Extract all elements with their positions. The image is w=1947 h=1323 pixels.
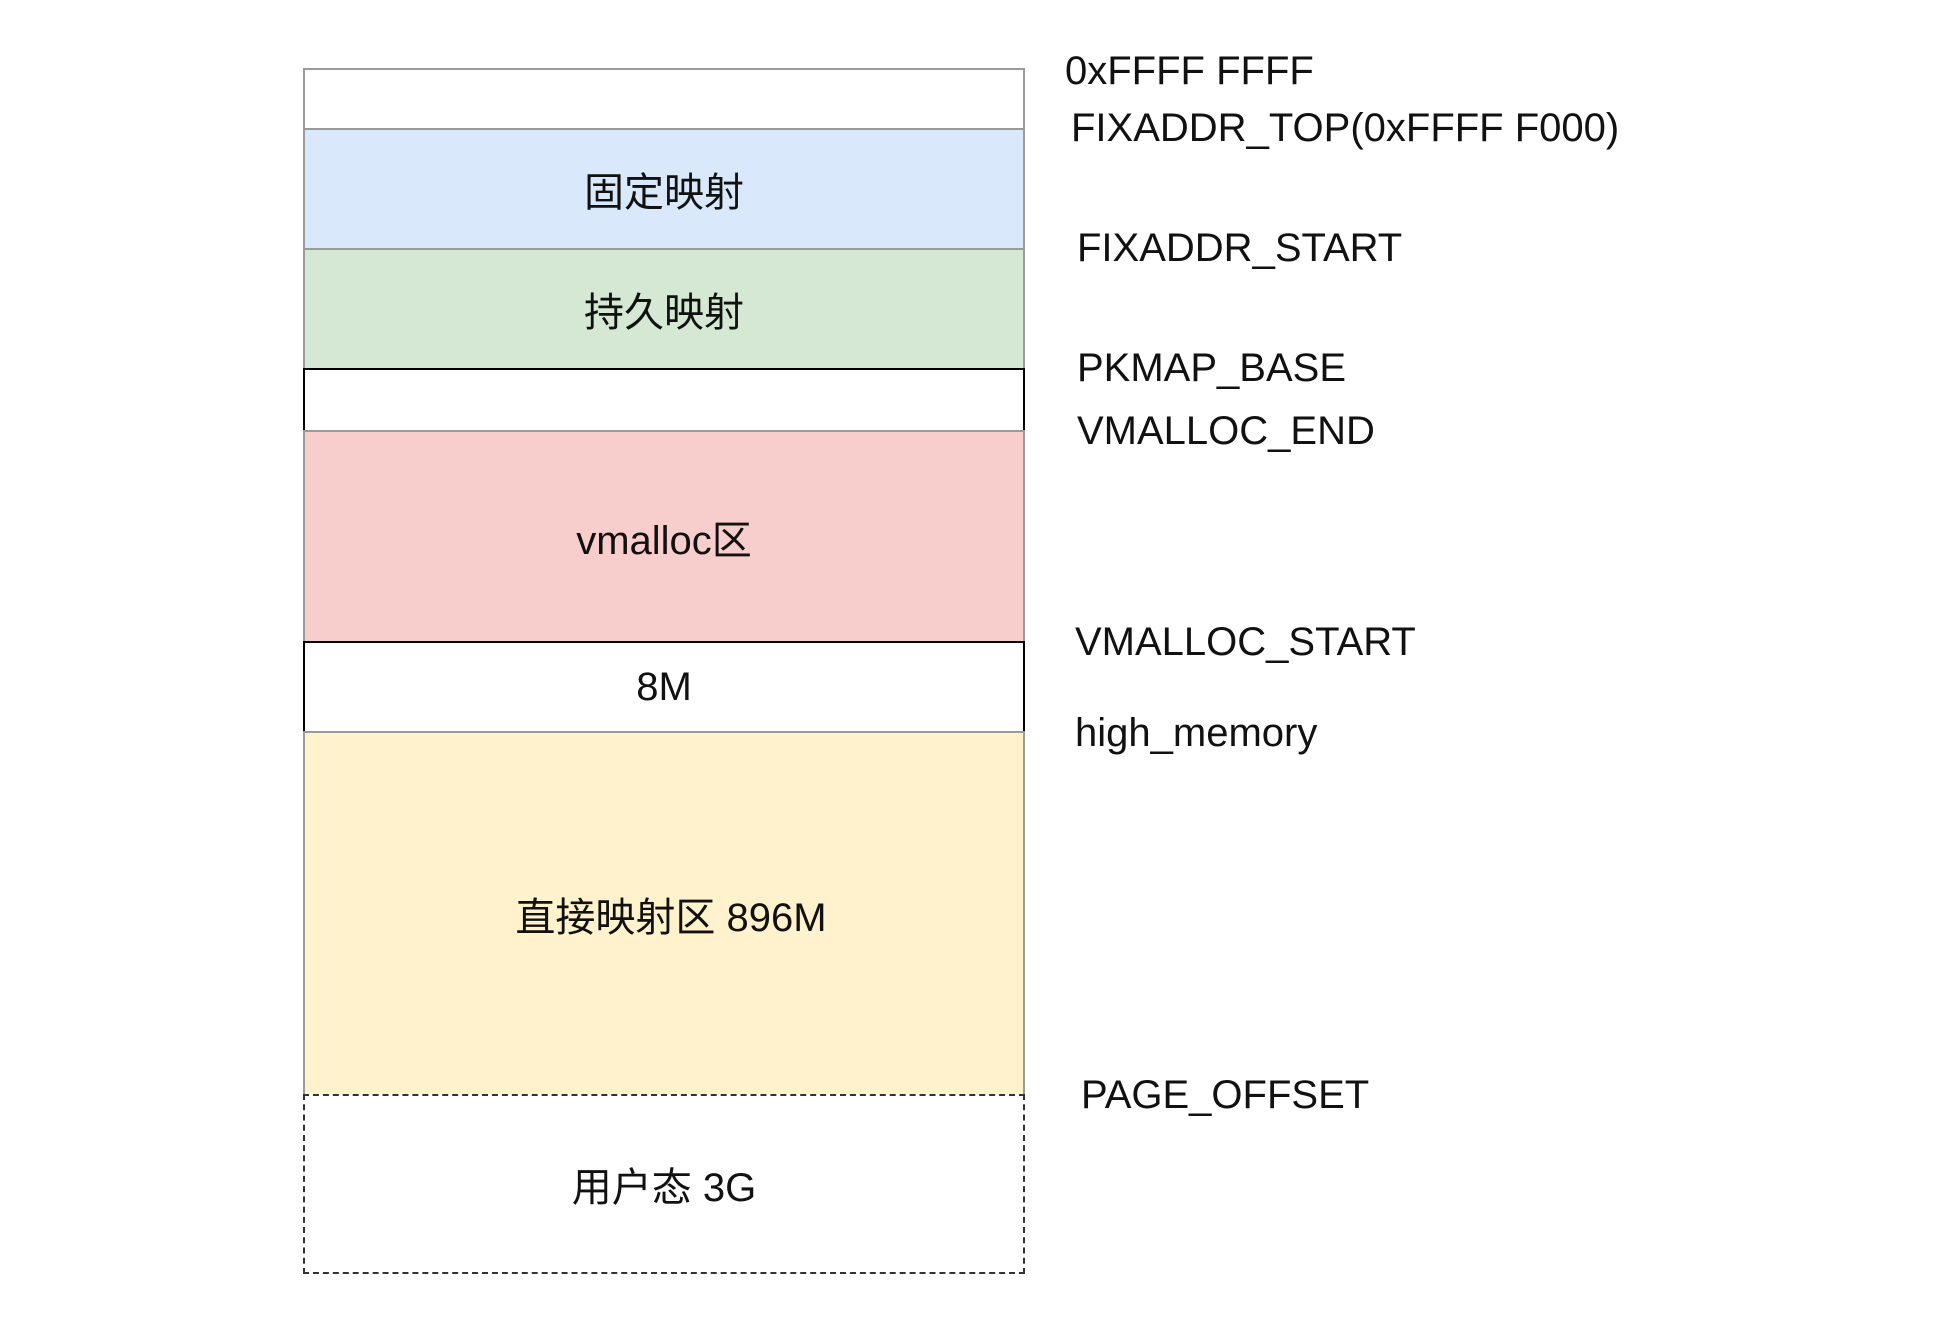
region-persistent-mapping: 持久映射 [303,248,1025,370]
region-label: 用户态 3G [571,1166,757,1210]
address-label-vmalloc-end: VMALLOC_END [1077,409,1375,453]
address-label-pkmap-base: PKMAP_BASE [1077,346,1347,390]
region-pkmap-gap [303,368,1025,432]
region-fixed-mapping: 固定映射 [303,128,1025,250]
region-top-gap [303,68,1025,130]
address-label-top: 0xFFFF FFFF [1065,49,1314,93]
address-label-high-memory: high_memory [1075,711,1318,755]
address-label-vmalloc-start: VMALLOC_START [1075,620,1416,664]
address-label-page-offset: PAGE_OFFSET [1081,1073,1370,1117]
address-label-fixaddr-start: FIXADDR_START [1077,226,1403,270]
address-label-fixaddr-top: FIXADDR_TOP(0xFFFF F000) [1071,106,1620,150]
region-vmalloc: vmalloc区 [303,430,1025,643]
region-label: 持久映射 [584,291,744,335]
region-label: 固定映射 [584,171,744,215]
region-label: 直接映射区 896M [515,895,827,940]
region-user-space: 用户态 3G [303,1094,1025,1274]
region-label: 8M [636,664,692,709]
region-label: vmalloc区 [576,518,752,563]
region-direct-mapping: 直接映射区 896M [303,731,1025,1096]
region-guard-8m: 8M [303,641,1025,733]
